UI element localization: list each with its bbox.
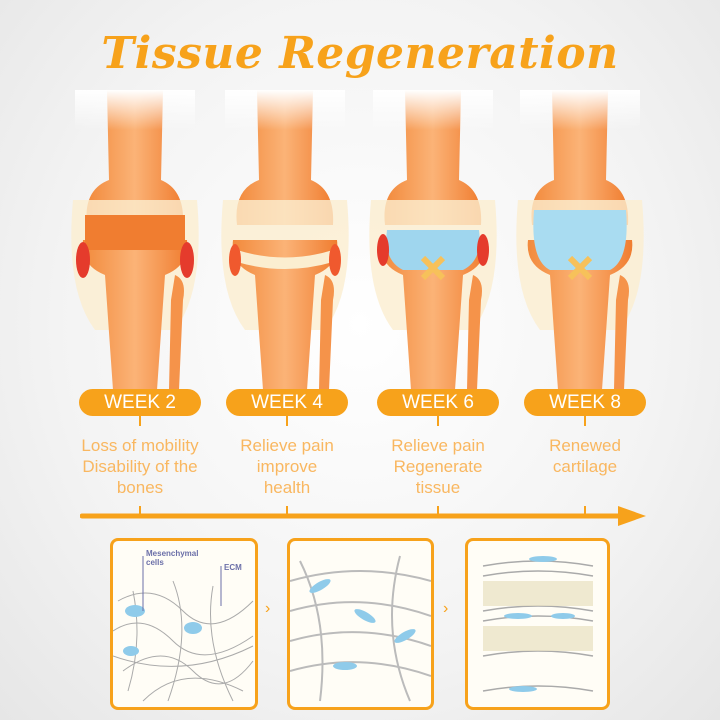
week-6-description: Relieve pain Regenerate tissue (358, 435, 518, 498)
desc-line: Regenerate (393, 457, 483, 476)
tick (584, 416, 586, 426)
knee-illustrations (71, 90, 644, 390)
desc-line: Relieve pain (391, 436, 485, 455)
week-6-badge: WEEK 6 (377, 389, 499, 416)
desc-line: Disability of the (82, 457, 198, 476)
panel-regenerated-tissue (465, 538, 610, 710)
tick (437, 416, 439, 426)
week-4-badge: WEEK 4 (226, 389, 348, 416)
mesenchymal-cells-label: Mesenchymal cells (146, 549, 199, 567)
page-title: Tissue Regeneration (101, 28, 619, 79)
week-8-description: Renewed cartilage (505, 435, 665, 477)
tick (139, 416, 141, 426)
knee-week-6 (369, 90, 497, 390)
regenerated-tissue-illustration (482, 556, 594, 692)
week-2-badge: WEEK 2 (79, 389, 201, 416)
week-2-description: Loss of mobility Disability of the bones (60, 435, 220, 498)
desc-line: bones (116, 478, 164, 497)
knee-week-4 (221, 90, 349, 390)
knee-week-8 (516, 90, 644, 390)
desc-line: health (263, 478, 311, 497)
fiber-mesh-illustration (113, 556, 254, 702)
ecm-label: ECM (224, 563, 242, 572)
week-4-description: Relieve pain improve health (207, 435, 367, 498)
tick (286, 416, 288, 426)
desc-line: Relieve pain (240, 436, 334, 455)
desc-line: cartilage (552, 457, 618, 476)
desc-line: improve (256, 457, 318, 476)
chevron-right-icon: › (265, 600, 271, 617)
chevron-right-icon: › (443, 600, 449, 617)
desc-line: Renewed (549, 436, 621, 455)
week-8-badge: WEEK 8 (524, 389, 646, 416)
panel-mid-tissue (287, 538, 434, 710)
knee-week-2 (71, 90, 199, 390)
panel-early-tissue: Mesenchymal cells ECM (110, 538, 258, 710)
desc-line: tissue (415, 478, 461, 497)
aligned-fiber-illustration (290, 555, 431, 702)
timeline-arrow (80, 506, 646, 526)
desc-line: Loss of mobility (81, 436, 199, 455)
